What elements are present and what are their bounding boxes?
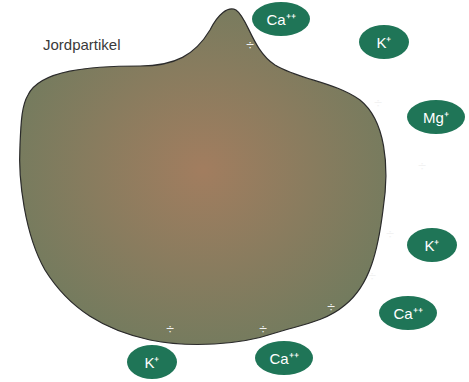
cation-symbol: Ca⁺⁺	[393, 306, 422, 321]
particle-label: Jordpartikel	[43, 37, 121, 52]
negative-charge: ÷	[418, 159, 426, 173]
negative-charge: ÷	[166, 322, 174, 336]
cation-symbol: K⁺	[424, 238, 439, 253]
cation-ellipse: Ca⁺⁺	[255, 341, 313, 375]
cation-ellipse: Mg⁺	[407, 100, 465, 134]
cation-symbol: Ca⁺⁺	[269, 351, 298, 366]
ellipse-fill	[127, 345, 177, 379]
ellipse-fill	[255, 341, 313, 375]
ellipse-fill	[407, 100, 465, 134]
cation-ellipse: K⁺	[359, 25, 409, 59]
cation-ellipse: K⁺	[127, 345, 177, 379]
negative-charge: ÷	[374, 96, 382, 110]
ellipse-fill	[359, 25, 409, 59]
cation-ellipse: K⁺	[407, 228, 457, 262]
cation-symbol: Ca⁺⁺	[266, 12, 295, 27]
ellipse-fill	[407, 228, 457, 262]
negative-charge: ÷	[246, 38, 254, 52]
cation-symbol: Mg⁺	[423, 110, 449, 125]
ellipse-fill	[379, 296, 437, 330]
cation-symbol: K⁺	[376, 35, 391, 50]
particle-outline	[20, 9, 386, 344]
negative-charge: ÷	[327, 300, 335, 314]
negative-charge: ÷	[368, 269, 376, 283]
cation-ellipse: Ca⁺⁺	[379, 296, 437, 330]
cation-symbol: K⁺	[144, 355, 159, 370]
cation-ellipse: Ca⁺⁺	[252, 2, 310, 36]
ellipse-fill	[252, 2, 310, 36]
negative-charge: ÷	[259, 322, 267, 336]
negative-charge: ÷	[386, 227, 394, 241]
